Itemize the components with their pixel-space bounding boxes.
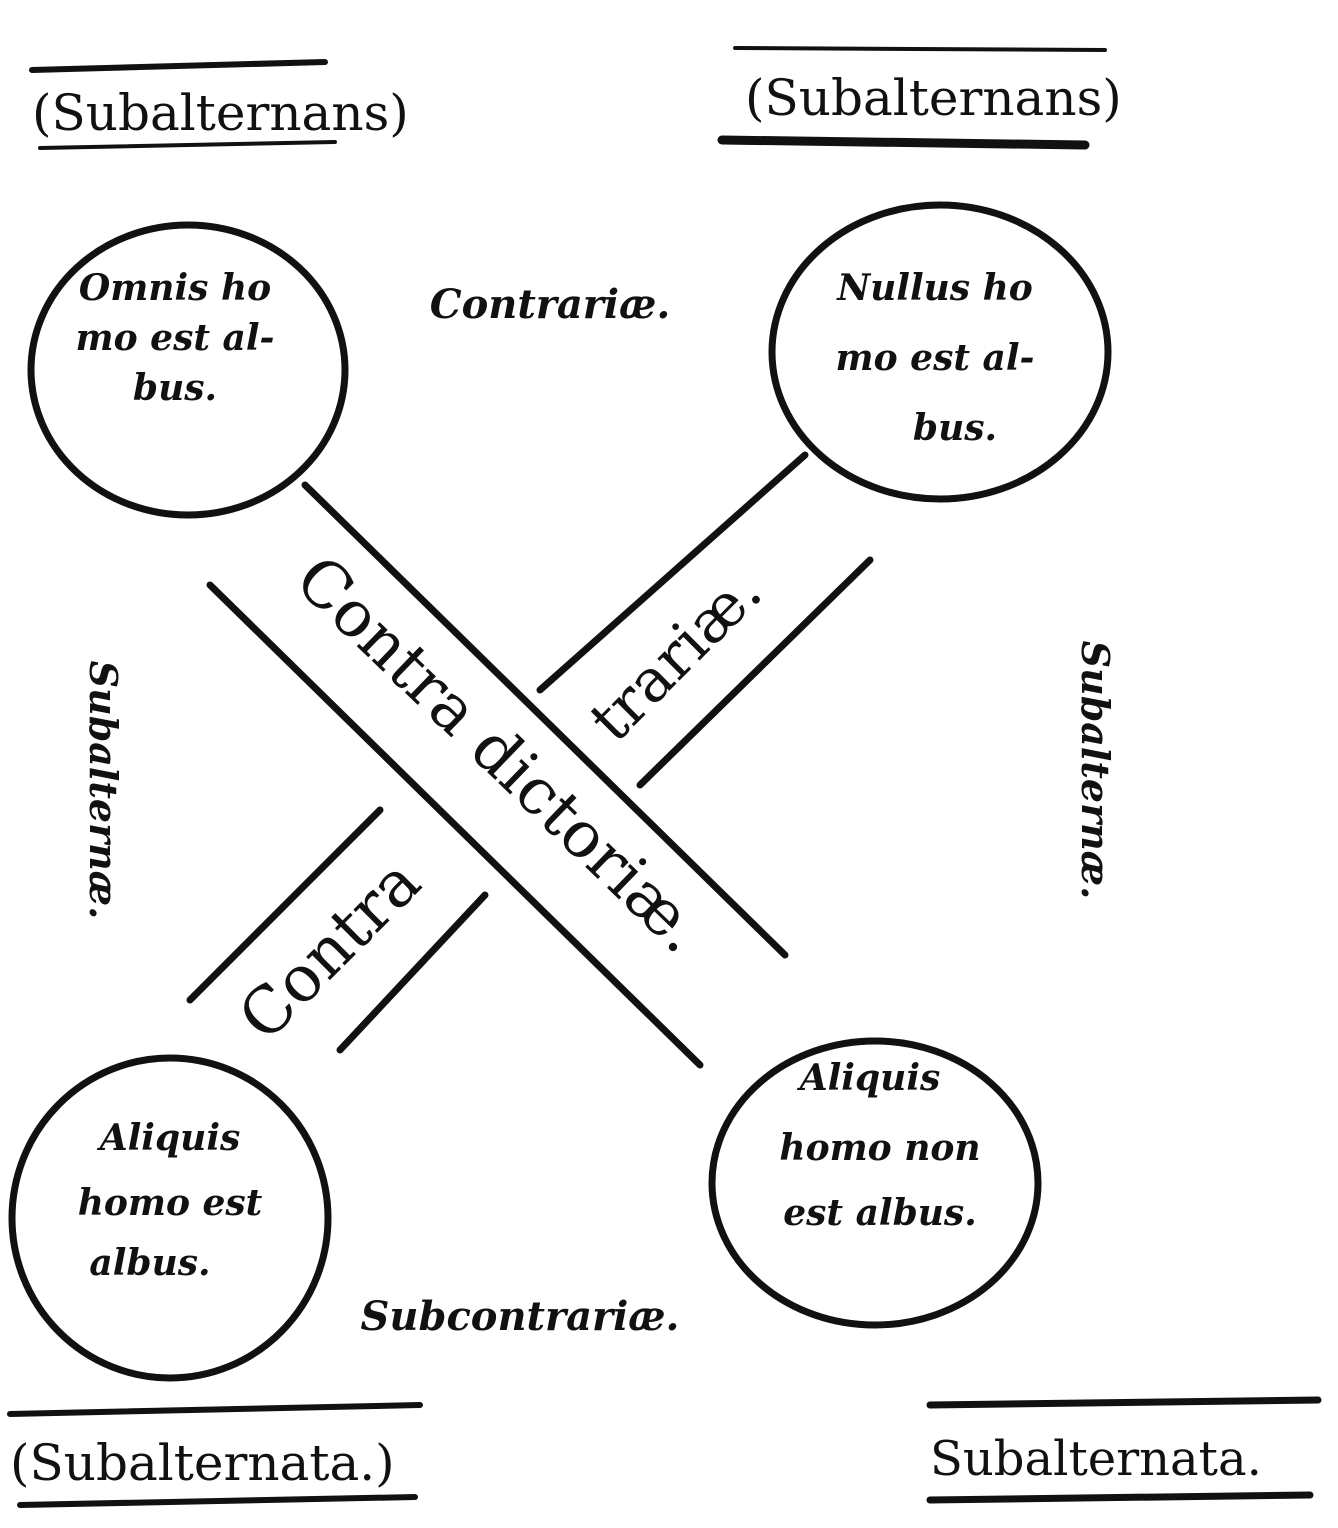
label-subcontrariae: Subcontrariæ. [361, 1293, 680, 1340]
label-top-left: (Subalternans) [32, 84, 409, 142]
prop-i-line-2: homo est [78, 1182, 263, 1224]
label-bottom-right: Subalternata. [930, 1431, 1262, 1487]
prop-a-line-3: bus. [133, 367, 217, 409]
prop-o-line-1: Aliquis [797, 1057, 941, 1099]
prop-o-line-3: est albus. [783, 1192, 976, 1234]
label-bottom-left: (Subalternata.) [10, 1434, 395, 1492]
frame-bottom-left [7, 1402, 423, 1508]
label-subalternae-left: Subalternæ. [81, 661, 126, 920]
prop-e-line-2: mo est al- [836, 337, 1035, 379]
prop-i-line-1: Aliquis [97, 1117, 241, 1159]
label-contradictoriae-2b: trariæ. [576, 556, 775, 755]
band-contradictoriae-2 [186, 451, 874, 1054]
frame-top-right [717, 46, 1107, 150]
circle-e [768, 201, 1112, 503]
prop-e-line-3: bus. [913, 407, 997, 449]
label-top-right: (Subalternans) [745, 69, 1122, 127]
prop-e-line-1: Nullus ho [836, 267, 1033, 309]
label-contrariae: Contrariæ. [430, 281, 671, 328]
circle-o [708, 1037, 1042, 1329]
prop-a-line-1: Omnis ho [79, 267, 271, 309]
frame-bottom-right [926, 1396, 1322, 1504]
prop-i-line-3: albus. [89, 1242, 210, 1284]
label-contradictoriae-2a: Contra [225, 845, 435, 1055]
band-contradictoriae-1 [206, 481, 789, 1069]
prop-a-line-2: mo est al- [76, 317, 275, 359]
circle-i [8, 1054, 332, 1382]
label-subalternae-right: Subalternæ. [1073, 641, 1118, 900]
prop-o-line-2: homo non [779, 1127, 980, 1169]
frame-top-left [29, 59, 337, 150]
circle-a [27, 221, 349, 519]
